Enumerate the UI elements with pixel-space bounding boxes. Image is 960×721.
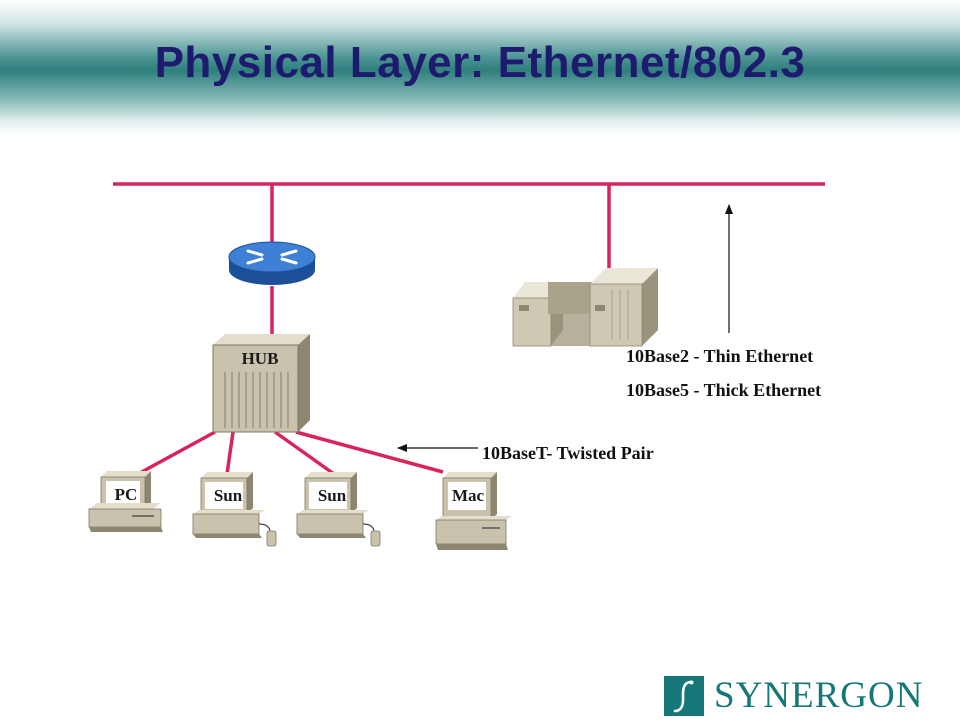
sun-workstation-icon: Sun [192, 472, 277, 547]
hub-label: HUB [242, 349, 279, 368]
pc-label: PC [115, 485, 138, 504]
hub-mac-link [295, 430, 444, 474]
logo-mark-icon [664, 676, 704, 716]
synergon-logo: SYNERGON [664, 676, 923, 716]
twisted-pair-label: 10BaseT- Twisted Pair [482, 443, 654, 463]
hub-icon: HUB [212, 334, 310, 433]
sun-label: Sun [214, 486, 243, 505]
sun-label: Sun [318, 486, 347, 505]
server-icon [512, 268, 658, 347]
thin-ethernet-label: 10Base2 - Thin Ethernet [626, 346, 813, 366]
slide-title: Physical Layer: Ethernet/802.3 [154, 38, 806, 87]
hub-sun2-link [273, 430, 336, 476]
cabling [113, 182, 825, 476]
mac-label: Mac [452, 486, 485, 505]
hub-pc-link [137, 430, 216, 476]
thick-ethernet-label: 10Base5 - Thick Ethernet [626, 380, 821, 400]
hub-sun1-link [225, 431, 235, 475]
title-banner [0, 0, 960, 135]
pc-icon: PC [88, 471, 163, 532]
mac-icon: Mac [435, 472, 512, 550]
logo-wordmark: SYNERGON [714, 675, 924, 716]
router-icon [228, 241, 316, 285]
sun-workstation-icon: Sun [296, 472, 381, 547]
